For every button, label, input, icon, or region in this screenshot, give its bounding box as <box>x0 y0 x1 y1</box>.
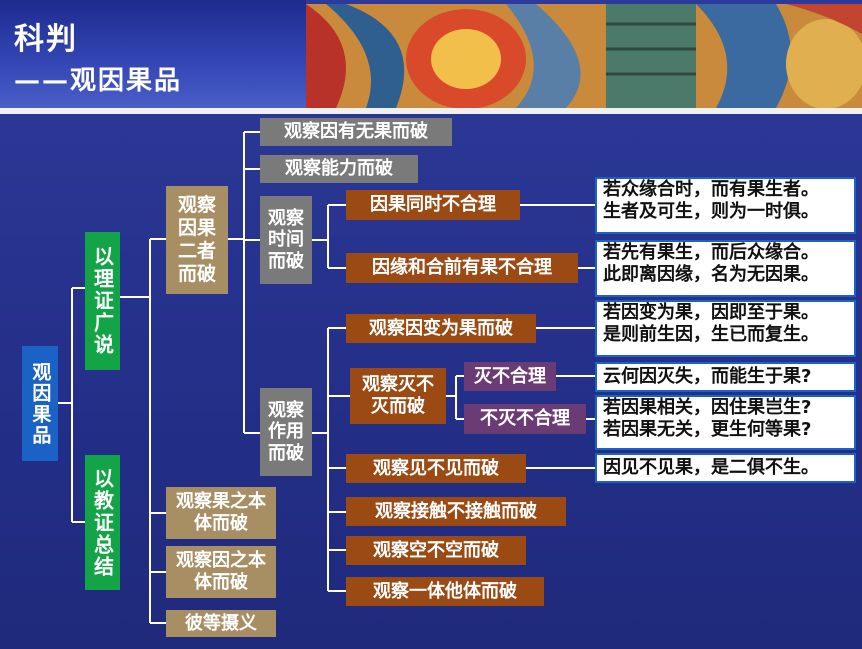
verse-box-2: 若先有果生，而后众缘合。 此即离因缘，名为无因果。 <box>595 240 856 297</box>
node-cause-entity: 观察因之本体而破 <box>166 546 276 598</box>
node-ability: 观察能力而破 <box>260 155 418 183</box>
node-contact: 观察接触不接触而破 <box>346 497 566 526</box>
node-reason-proof: 以理证广说 <box>85 232 120 370</box>
verse-3-line-2: 是则前生因，生已而复生。 <box>603 324 819 346</box>
verse-5-line-2: 若因果无关，更生何等果? <box>603 419 811 441</box>
verse-1-line-1: 若众缘合时，而有果生者。 <box>603 179 819 201</box>
node-transform: 观察因变为果而破 <box>346 314 536 343</box>
node-function: 观察作用而破 <box>260 388 312 476</box>
verse-box-3: 若因变为果，因即至于果。 是则前生因，生已而复生。 <box>595 300 856 357</box>
verse-4-line-1: 云何因灭失，而能生于果? <box>603 366 811 388</box>
node-cease: 观察灭不灭而破 <box>350 368 446 424</box>
verse-2-line-2: 此即离因缘，名为无因果。 <box>603 264 819 286</box>
verse-3-line-1: 若因变为果，因即至于果。 <box>603 302 819 324</box>
node-time: 观察时间而破 <box>260 196 312 284</box>
root-node: 观因果品 <box>22 346 58 461</box>
node-both-cause-fruit: 观察因果二者而破 <box>166 186 228 294</box>
verse-5-line-1: 若因果相关，因住果岂生? <box>603 397 811 419</box>
node-scripture-proof: 以教证总结 <box>85 455 120 590</box>
verse-6-line-1: 因见不见果，是二俱不生。 <box>603 457 819 479</box>
node-fruit-entity: 观察果之本体而破 <box>166 487 276 539</box>
verse-1-line-2: 生者及可生，则为一时俱。 <box>603 201 819 223</box>
node-ceased: 灭不合理 <box>464 362 556 391</box>
node-summary: 彼等摄义 <box>166 610 276 637</box>
verse-box-6: 因见不见果，是二俱不生。 <box>595 453 856 483</box>
verse-box-4: 云何因灭失，而能生于果? <box>595 362 856 392</box>
node-simultaneous: 因果同时不合理 <box>346 190 520 220</box>
verse-box-5: 若因果相关，因住果岂生? 若因果无关，更生何等果? <box>595 395 856 450</box>
node-see: 观察见不见而破 <box>346 454 526 483</box>
node-one-other: 观察一体他体而破 <box>346 577 544 606</box>
verse-box-1: 若众缘合时，而有果生者。 生者及可生，则为一时俱。 <box>595 177 856 234</box>
node-not-ceased: 不灭不合理 <box>464 404 586 434</box>
node-existence: 观察因有无果而破 <box>260 118 452 146</box>
verse-2-line-1: 若先有果生，而后众缘合。 <box>603 242 819 264</box>
node-before: 因缘和合前有果不合理 <box>346 253 578 283</box>
node-empty: 观察空不空而破 <box>346 536 526 565</box>
